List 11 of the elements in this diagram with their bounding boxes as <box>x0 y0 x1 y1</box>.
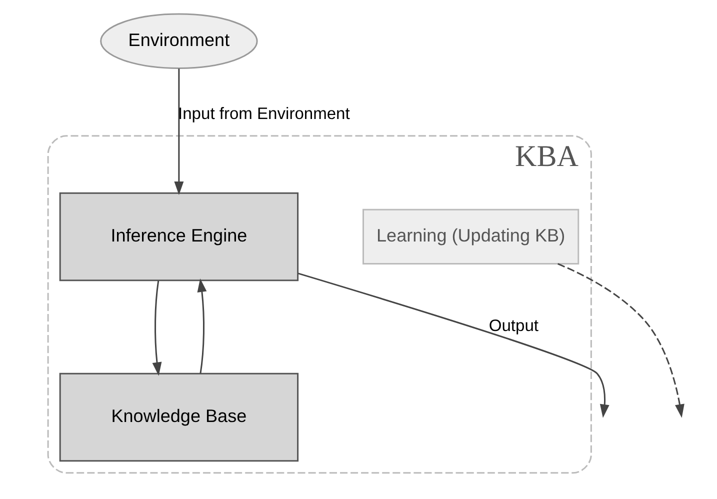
node-box: Knowledge Base <box>58 372 298 462</box>
arrow <box>196 278 206 374</box>
node-box: Learning (Updating KB) <box>362 208 579 265</box>
arrow <box>174 68 184 196</box>
edge-label: Input from Environment <box>178 104 350 124</box>
edge-label: Output <box>488 316 538 336</box>
node-box: Inference Engine <box>58 192 298 282</box>
arrow <box>557 263 684 418</box>
arrow <box>298 272 609 418</box>
arrow <box>152 280 162 376</box>
node-ellipse: Environment <box>100 13 258 69</box>
